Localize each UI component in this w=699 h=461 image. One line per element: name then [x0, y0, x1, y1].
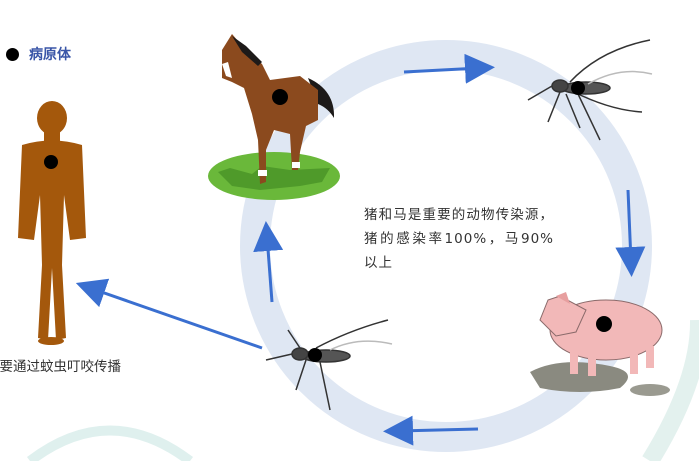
transmission-note: 主要通过蚊虫叮咬传播: [0, 355, 135, 375]
pathogen-dot-icon: [571, 81, 585, 95]
pathogen-dot-icon: [308, 348, 322, 362]
center-description: 猪和马是重要的动物传染源，猪的感染率100%，马90%以上: [364, 207, 554, 271]
arrow-mosquito-to-human: [75, 278, 263, 350]
arrow-pig-to-mosquito: [383, 415, 479, 446]
pathogen-dot-icon: [272, 89, 288, 105]
human-silhouette-icon: [18, 101, 86, 345]
arrow-horse-to-mosquito: [403, 53, 495, 84]
decor-curve-bottom-left: [26, 425, 194, 461]
horse-icon: [208, 34, 340, 200]
arrow-mosquito-to-horse: [253, 221, 284, 303]
transmission-text: 主要通过蚊虫叮咬传播: [0, 359, 121, 375]
arrow-mosquito-to-pig: [615, 189, 646, 277]
legend-label: 病原体: [29, 47, 71, 63]
pathogen-legend-icon: [6, 47, 19, 61]
legend: 病原体: [6, 44, 71, 64]
pathogen-dot-icon: [596, 316, 612, 332]
pig-icon: [530, 292, 670, 396]
decor-curve-right: [642, 319, 699, 461]
pathogen-dot-icon: [44, 155, 58, 169]
mosquito-icon: [527, 39, 653, 141]
mosquito-icon: [265, 319, 393, 411]
